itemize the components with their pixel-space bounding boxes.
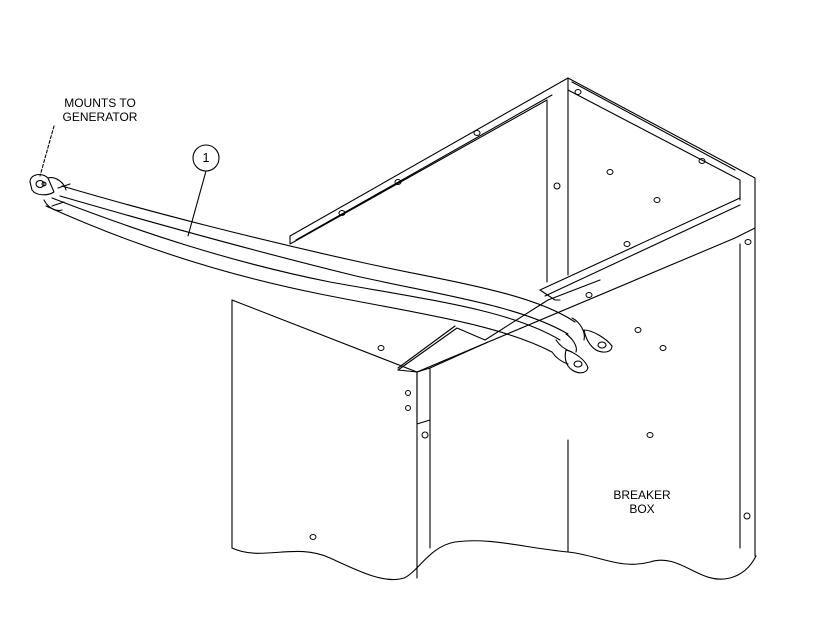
box-break-edge <box>231 540 757 581</box>
back-right-flange <box>567 77 756 229</box>
callout-leaders <box>39 125 220 237</box>
mount-leader-line <box>39 125 55 177</box>
box-left-wall <box>231 299 418 549</box>
mounts-to-generator-label: MOUNTS TO GENERATOR <box>52 96 148 124</box>
inner-ledge <box>484 279 601 341</box>
callout-number: 1 <box>202 150 210 165</box>
cable-lower-bottom <box>45 205 553 353</box>
breaker-box-label: BREAKER BOX <box>612 488 672 516</box>
battery-cables <box>29 173 613 374</box>
cable-lower-top <box>51 197 561 341</box>
box-front-corner <box>416 371 431 579</box>
callout-leader-line <box>187 170 207 237</box>
back-left-panel <box>289 77 569 283</box>
breaker-box <box>231 77 757 581</box>
cable-sleeve-generator <box>43 177 71 212</box>
front-flange <box>397 327 489 425</box>
mounts-label-line1: MOUNTS TO <box>64 96 136 110</box>
inner-rim <box>539 197 741 301</box>
breaker-lugs <box>551 317 613 374</box>
front-flange-lip <box>397 325 456 369</box>
breaker-label-line1: BREAKER <box>613 488 671 502</box>
mounts-label-line2: GENERATOR <box>62 110 138 124</box>
breaker-label-line2: BOX <box>629 502 655 516</box>
cable-upper-top <box>61 185 576 323</box>
mounting-holes <box>309 89 752 540</box>
generator-lugs <box>29 173 55 196</box>
cable-upper-bottom <box>59 195 569 335</box>
